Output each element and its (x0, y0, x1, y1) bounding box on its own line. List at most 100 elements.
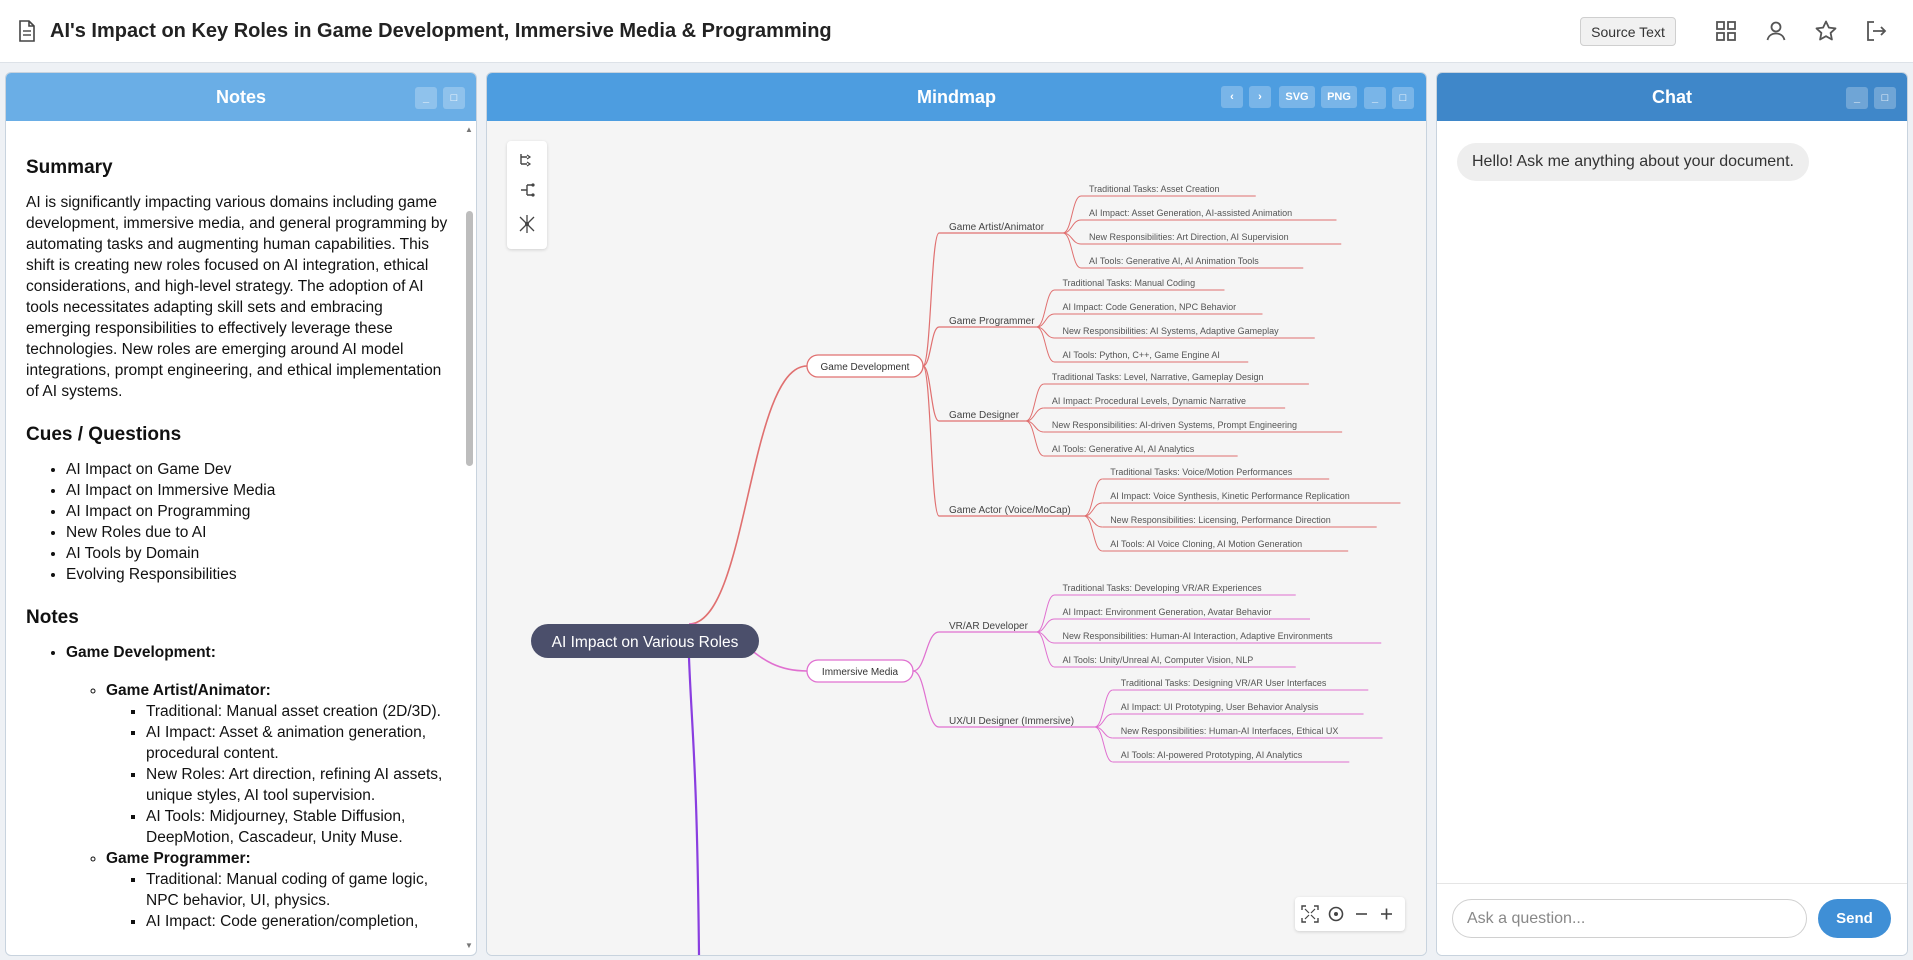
mindmap-edge (1062, 195, 1082, 234)
mindmap-edge (912, 631, 940, 672)
leaf-label[interactable]: AI Tools: Generative AI, AI Analytics (1052, 444, 1195, 454)
grid-icon[interactable] (1714, 19, 1738, 43)
summary-heading: Summary (26, 157, 113, 178)
next-button[interactable]: › (1249, 86, 1271, 108)
leaf-label[interactable]: AI Impact: Asset Generation, AI-assisted… (1089, 208, 1292, 218)
cues-heading: Cues / Questions (26, 424, 182, 445)
notes-content: Summary AI is significantly impacting va… (6, 121, 462, 955)
source-text-button[interactable]: Source Text (1580, 17, 1676, 46)
mindmap-edge (1036, 631, 1055, 668)
scroll-up-arrow-icon[interactable]: ▲ (465, 125, 473, 134)
layout-right-icon[interactable] (520, 154, 532, 167)
leaf-label[interactable]: AI Impact: Code Generation, NPC Behavior (1063, 302, 1237, 312)
leaf-label[interactable]: AI Impact: Procedural Levels, Dynamic Na… (1052, 396, 1246, 406)
page-title: AI's Impact on Key Roles in Game Develop… (50, 20, 832, 42)
notes-title: Notes (215, 86, 266, 107)
leaf-label[interactable]: New Responsibilities: Human-AI Interacti… (1063, 631, 1334, 641)
notes-panel: Notes _ □ Summary AI is significantly im… (5, 72, 477, 956)
branch-node[interactable] (806, 659, 914, 683)
fit-screen-icon[interactable] (1301, 905, 1319, 923)
prev-button[interactable]: ‹ (1221, 86, 1243, 108)
leaf-label[interactable]: Traditional Tasks: Level, Narrative, Gam… (1052, 372, 1264, 382)
role-label[interactable]: Game Artist/Animator (949, 222, 1045, 233)
mindmap-edge (1025, 420, 1045, 457)
branch-label[interactable]: Immersive Media (822, 667, 899, 678)
leaf-label[interactable]: AI Tools: Python, C++, Game Engine AI (1063, 350, 1220, 360)
list-item: AI Impact: Code generation/completion, (146, 911, 448, 932)
list-item: Game Programmer: Traditional: Manual cod… (106, 848, 448, 932)
recenter-icon[interactable] (1328, 906, 1344, 922)
export-svg-button[interactable]: SVG (1279, 86, 1315, 108)
top-bar: AI's Impact on Key Roles in Game Develop… (0, 0, 1913, 63)
list-item: AI Impact on Game Dev (66, 459, 448, 480)
leaf-label[interactable]: Traditional Tasks: Voice/Motion Performa… (1110, 467, 1293, 477)
leaf-label[interactable]: AI Tools: AI Voice Cloning, AI Motion Ge… (1110, 539, 1302, 549)
export-png-button[interactable]: PNG (1321, 86, 1357, 108)
mindmap-minimize-button[interactable]: _ (1364, 87, 1386, 109)
leaf-label[interactable]: New Responsibilities: AI Systems, Adapti… (1063, 326, 1280, 336)
leaf-label[interactable]: Traditional Tasks: Designing VR/AR User … (1121, 678, 1327, 688)
notes-scrollbar[interactable]: ▲ ▼ (464, 125, 474, 951)
leaf-label[interactable]: Traditional Tasks: Manual Coding (1063, 278, 1196, 288)
mindmap-edge (922, 365, 940, 422)
leaf-label[interactable]: AI Tools: Generative AI, AI Animation To… (1089, 256, 1259, 266)
mindmap-title: Mindmap (917, 86, 996, 107)
layout-radial-icon[interactable] (519, 215, 535, 233)
mindmap-edge (1084, 502, 1103, 517)
role-label[interactable]: Game Actor (Voice/MoCap) (949, 505, 1071, 516)
role-label[interactable]: UX/UI Designer (Immersive) (949, 716, 1074, 727)
leaf-label[interactable]: Traditional Tasks: Asset Creation (1089, 184, 1220, 194)
chat-minimize-button[interactable]: _ (1846, 87, 1868, 109)
summary-text: AI is significantly impacting various do… (26, 194, 448, 400)
role-list: Game Artist/Animator: Traditional: Manua… (66, 680, 448, 932)
role-label[interactable]: VR/AR Developer (949, 621, 1029, 632)
mindmap-edge (1094, 713, 1113, 728)
chat-question-input[interactable] (1452, 899, 1807, 938)
leaf-label[interactable]: New Responsibilities: Licensing, Perform… (1110, 515, 1331, 525)
scroll-thumb[interactable] (466, 211, 473, 466)
leaf-label[interactable]: AI Tools: AI-powered Prototyping, AI Ana… (1121, 750, 1303, 760)
mindmap-edge (922, 232, 940, 367)
chat-maximize-button[interactable]: □ (1874, 87, 1896, 109)
mindmap-edge (1036, 618, 1055, 633)
mindmap-edge (1083, 478, 1103, 517)
role-label[interactable]: Game Designer (949, 410, 1020, 421)
notes-minimize-button[interactable]: _ (415, 87, 437, 109)
list-item: AI Impact: Asset & animation generation,… (146, 722, 448, 764)
logout-icon[interactable] (1864, 19, 1888, 43)
user-icon[interactable] (1764, 19, 1788, 43)
chat-messages: Hello! Ask me anything about your docume… (1437, 121, 1907, 955)
mindmap-edge (1062, 232, 1082, 269)
role-detail-list: Traditional: Manual coding of game logic… (106, 869, 448, 932)
zoom-controls (1295, 897, 1405, 931)
mindmap-edge (1062, 219, 1082, 234)
zoom-in-icon[interactable] (1381, 908, 1392, 920)
list-item: New Roles due to AI (66, 522, 448, 543)
leaf-label[interactable]: AI Tools: Unity/Unreal AI, Computer Visi… (1063, 655, 1254, 665)
mindmap-edge (1084, 515, 1103, 552)
leaf-label[interactable]: AI Impact: Voice Synthesis, Kinetic Perf… (1110, 491, 1350, 501)
section-label: Game Development: (66, 644, 216, 661)
leaf-label[interactable]: New Responsibilities: Human-AI Interface… (1121, 726, 1339, 736)
leaf-label[interactable]: Traditional Tasks: Developing VR/AR Expe… (1063, 583, 1263, 593)
leaf-label[interactable]: AI Impact: Environment Generation, Avata… (1063, 607, 1272, 617)
layout-tree-icon[interactable] (521, 183, 535, 197)
mindmap-edge (1025, 383, 1045, 422)
role-label[interactable]: Game Programmer (949, 316, 1035, 327)
send-button[interactable]: Send (1818, 899, 1891, 938)
list-item: Traditional: Manual coding of game logic… (146, 869, 448, 911)
branch-node[interactable] (806, 354, 924, 378)
root-node[interactable] (531, 624, 759, 658)
star-icon[interactable] (1814, 19, 1838, 43)
branch-label[interactable]: Game Development (821, 362, 910, 373)
leaf-label[interactable]: New Responsibilities: AI-driven Systems,… (1052, 420, 1297, 430)
notes-header: Notes _ □ (6, 73, 476, 121)
leaf-label[interactable]: New Responsibilities: Art Direction, AI … (1089, 232, 1289, 242)
root-label[interactable]: AI Impact on Various Roles (552, 634, 739, 651)
leaf-label[interactable]: AI Impact: UI Prototyping, User Behavior… (1121, 702, 1319, 712)
mindmap-maximize-button[interactable]: □ (1392, 87, 1414, 109)
scroll-down-arrow-icon[interactable]: ▼ (465, 941, 473, 950)
notes-maximize-button[interactable]: □ (443, 87, 465, 109)
